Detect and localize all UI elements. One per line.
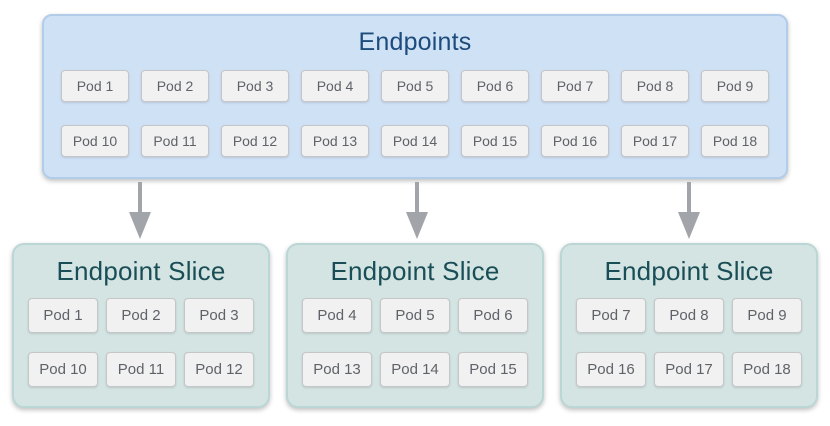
pod-chip: Pod 4 [302,298,372,333]
pod-chip: Pod 3 [184,298,254,333]
pod-chip: Pod 1 [28,298,98,333]
pod-chip: Pod 16 [541,125,609,157]
pod-chip: Pod 6 [458,298,528,333]
pod-chip: Pod 11 [141,125,209,157]
endpoint-slice-title: Endpoint Slice [330,256,500,286]
pod-chip: Pod 18 [732,352,802,387]
pod-chip: Pod 5 [381,70,449,102]
pod-chip: Pod 17 [654,352,724,387]
pod-chip: Pod 14 [381,125,449,157]
pod-chip: Pod 9 [701,70,769,102]
pod-row: Pod 1 Pod 2 Pod 3 Pod 4 Pod 5 Pod 6 Pod 7 Pod 8… [61,70,769,102]
pod-chip: Pod 17 [621,125,689,157]
pod-chip: Pod 13 [301,125,369,157]
endpoints-pod-grid: Pod 1 Pod 2 Pod 3 Pod 4 Pod 5 Pod 6 Pod 7 Pod 8… [44,70,786,157]
endpoints-title: Endpoints [358,28,472,56]
pod-chip: Pod 13 [302,352,372,387]
pod-chip: Pod 7 [576,298,646,333]
pod-chip: Pod 16 [576,352,646,387]
pod-chip: Pod 8 [654,298,724,333]
pod-chip: Pod 11 [106,352,176,387]
pod-chip: Pod 2 [141,70,209,102]
pod-chip: Pod 18 [701,125,769,157]
pod-chip: Pod 7 [541,70,609,102]
pod-row: Pod 10 Pod 11 Pod 12 Pod 13 Pod 14 Pod 15 Pod … [61,125,769,157]
endpoints-box: Endpoints Pod 1 Pod 2 Pod 3 Pod 4 Pod 5 Pod 6… [42,14,788,179]
endpoint-slice-title: Endpoint Slice [56,256,226,286]
pod-chip: Pod 3 [221,70,289,102]
pod-chip: Pod 1 [61,70,129,102]
down-arrow-icon [129,182,151,239]
down-arrow-icon [406,182,428,239]
endpoint-slice-title: Endpoint Slice [604,256,774,286]
pod-chip: Pod 15 [458,352,528,387]
pod-chip: Pod 2 [106,298,176,333]
pod-chip: Pod 10 [61,125,129,157]
pod-chip: Pod 12 [184,352,254,387]
pod-chip: Pod 4 [301,70,369,102]
down-arrow-icon [678,182,700,239]
pod-chip: Pod 9 [732,298,802,333]
pod-chip: Pod 8 [621,70,689,102]
pod-chip: Pod 6 [461,70,529,102]
pod-chip: Pod 15 [461,125,529,157]
pod-chip: Pod 14 [380,352,450,387]
pod-chip: Pod 12 [221,125,289,157]
pod-chip: Pod 5 [380,298,450,333]
pod-chip: Pod 10 [28,352,98,387]
